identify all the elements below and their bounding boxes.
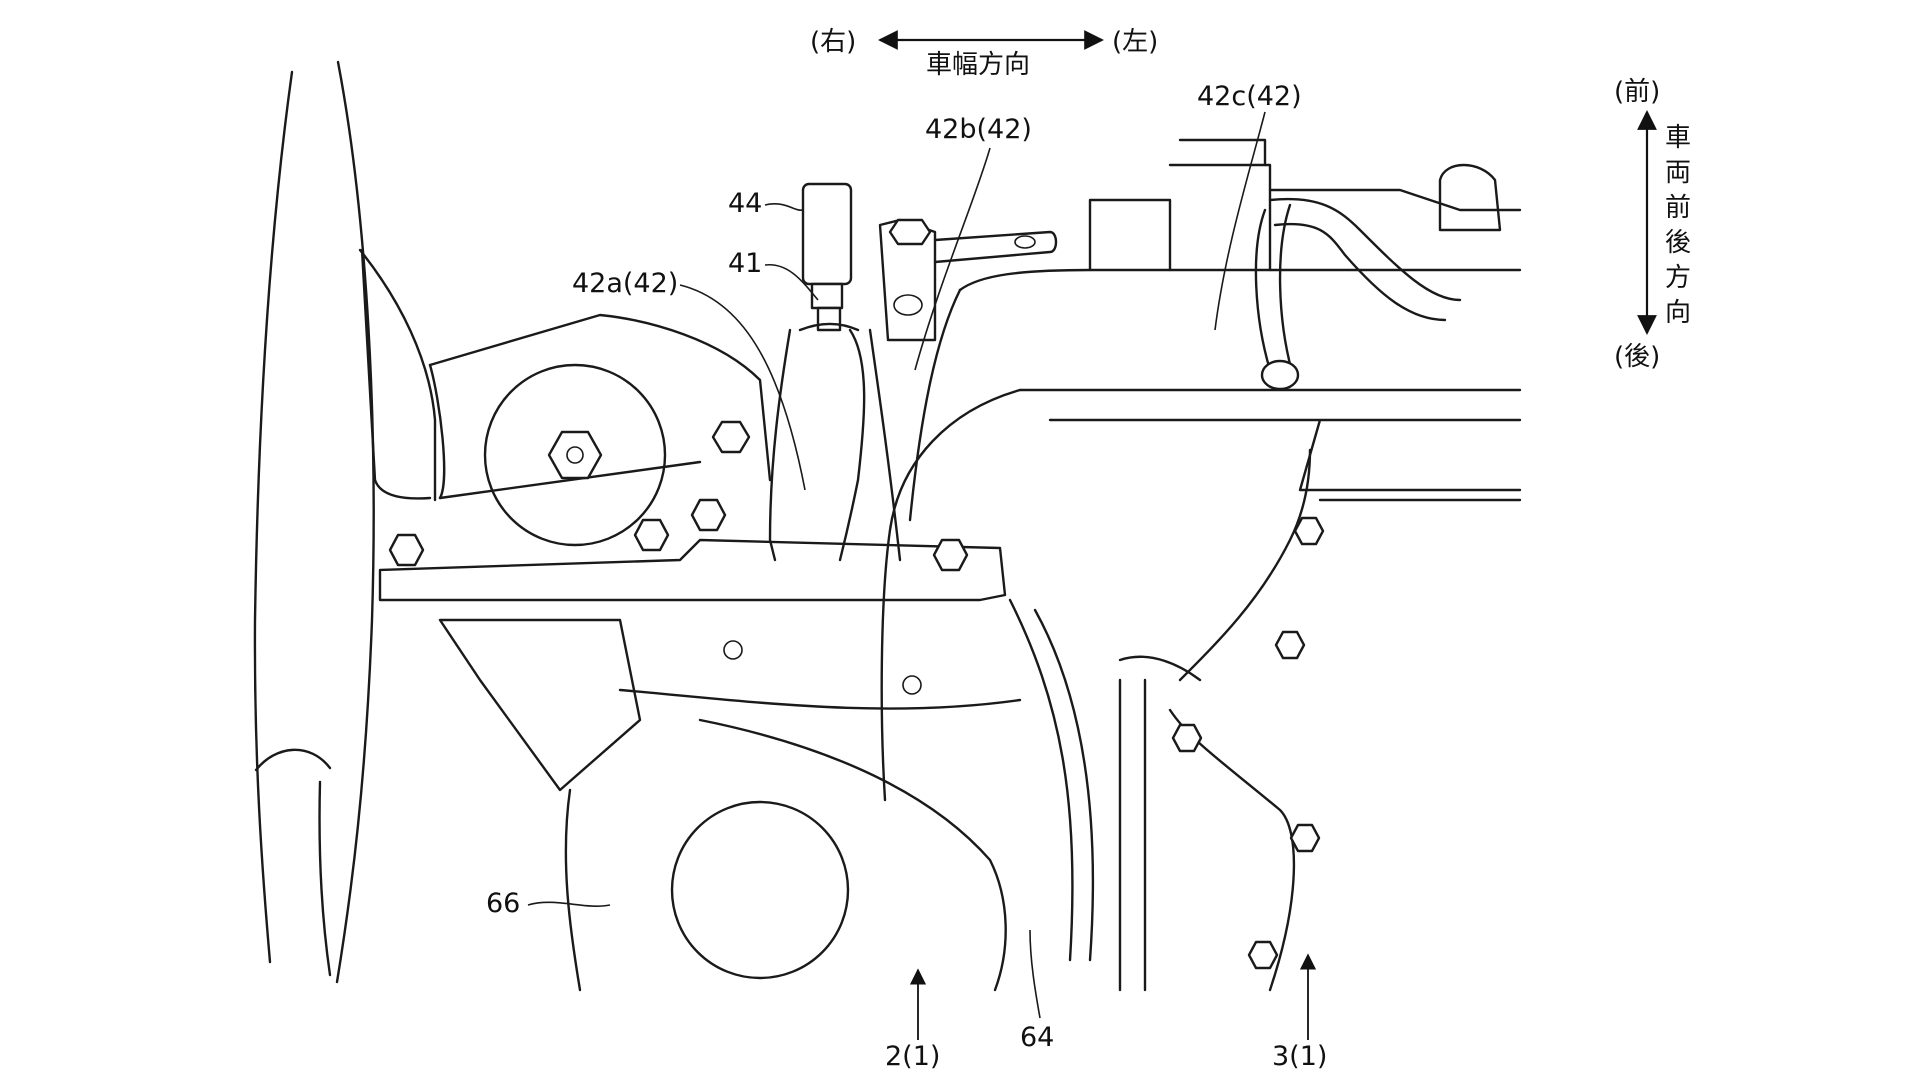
lateral-direction-indicator: (右) (左) 車幅方向 [810, 27, 1158, 80]
label-44: 44 [728, 188, 762, 219]
leader-41 [764, 264, 819, 301]
lower-frame-and-transmission [378, 448, 1325, 992]
label-66: 66 [486, 888, 520, 919]
direction-rear-label: (後) [1614, 342, 1660, 372]
longitudinal-caption-char-1: 車 [1665, 123, 1691, 153]
mount-center-nut [547, 430, 603, 480]
label-42b: 42b(42) [925, 114, 1032, 145]
direction-front-label: (前) [1614, 77, 1660, 107]
leader-44 [764, 203, 804, 211]
sensor-and-pin [798, 182, 860, 332]
engine-mount-assembly [358, 248, 772, 547]
cover-66-circle [670, 800, 850, 980]
engine-upper-housing [880, 138, 1522, 802]
label-42a: 42a(42) [572, 268, 678, 299]
side-body-panel [253, 60, 375, 984]
pin-41 [816, 306, 842, 332]
longitudinal-caption-char-3: 前 [1665, 193, 1691, 223]
longitudinal-direction-indicator: (前) 車 両 前 後 方 向 (後) [1614, 77, 1691, 372]
longitudinal-caption-char-2: 両 [1665, 158, 1691, 188]
reference-labels: 44 41 42a(42) 42b(42) 42c(42) 66 2(1) 64… [486, 81, 1327, 1072]
label-42c: 42c(42) [1197, 81, 1302, 112]
leader-66 [527, 901, 611, 907]
leader-64 [1029, 929, 1041, 1019]
longitudinal-caption-char-6: 向 [1665, 298, 1691, 328]
direction-right-label: (右) [810, 27, 856, 57]
leader-42c [1214, 111, 1266, 331]
direction-left-label: (左) [1112, 27, 1158, 57]
label-2: 2(1) [885, 1041, 940, 1072]
label-41: 41 [728, 248, 762, 279]
longitudinal-caption-char-5: 方 [1665, 263, 1691, 293]
leader-42b [914, 147, 991, 371]
label-64: 64 [1020, 1022, 1054, 1053]
sensor-body [801, 182, 853, 286]
bracket-42a-42b [768, 218, 1058, 562]
leader-42a [679, 284, 806, 491]
lateral-direction-caption: 車幅方向 [926, 50, 1030, 80]
sensor-connector [810, 282, 844, 310]
label-3: 3(1) [1272, 1041, 1327, 1072]
mount-side-nut [711, 420, 751, 454]
longitudinal-caption-char-4: 後 [1665, 228, 1691, 258]
